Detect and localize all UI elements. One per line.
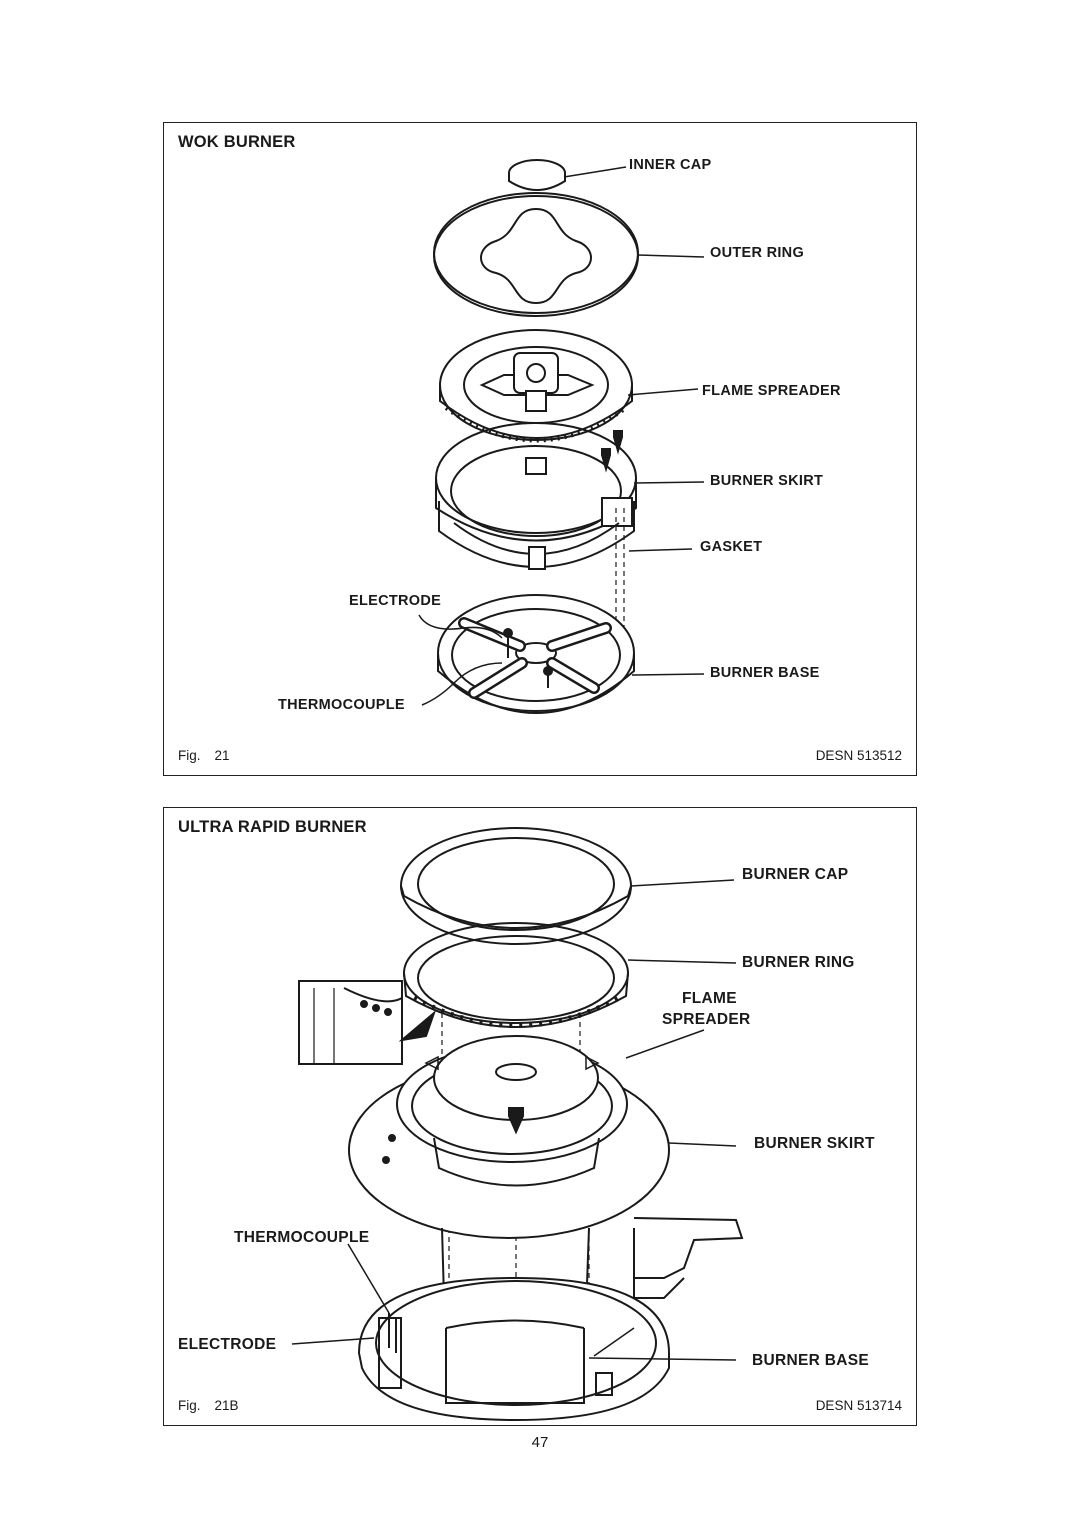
figure-caption: Fig. 21 — [178, 748, 230, 763]
label-spreader: SPREADER — [662, 1011, 751, 1028]
gasket-part — [438, 501, 635, 570]
skirt-screw — [601, 430, 623, 473]
figure-title: WOK BURNER — [178, 133, 296, 151]
burner-base-part — [437, 594, 635, 714]
label-thermocouple: THERMOCOUPLE — [234, 1229, 370, 1246]
label-thermocouple: THERMOCOUPLE — [278, 697, 405, 713]
label-flame-spreader: FLAME SPREADER — [702, 383, 841, 399]
wok-burner-exploded-diagram — [418, 159, 705, 714]
design-reference: DESN 513714 — [815, 1398, 902, 1413]
burner-cap-part — [400, 827, 632, 945]
burner-skirt-part — [348, 1035, 670, 1239]
label-burner-base: BURNER BASE — [710, 665, 820, 681]
label-electrode: ELECTRODE — [349, 593, 442, 609]
label-electrode: ELECTRODE — [178, 1336, 277, 1353]
fig-prefix: Fig. — [178, 1398, 201, 1413]
flame-spreader-part — [439, 329, 633, 443]
label-gasket: GASKET — [700, 539, 763, 555]
page-number: 47 — [531, 1434, 549, 1451]
burner-skirt-part — [435, 422, 637, 542]
outer-ring-part — [433, 192, 639, 317]
inner-cap-part — [508, 159, 566, 191]
ultra-rapid-burner-exploded-diagram — [291, 827, 744, 1422]
burner-base-part — [357, 1276, 670, 1422]
label-burner-cap: BURNER CAP — [742, 866, 849, 883]
label-burner-skirt: BURNER SKIRT — [754, 1135, 875, 1152]
label-burner-ring: BURNER RING — [742, 954, 855, 971]
ultra-rapid-burner-figure: ULTRA RAPID BURNER — [163, 807, 917, 1426]
wok-burner-figure: WOK BURNER — [163, 122, 917, 776]
label-inner-cap: INNER CAP — [629, 157, 712, 173]
figure-title: ULTRA RAPID BURNER — [178, 818, 367, 836]
side-bracket-part — [633, 1217, 744, 1299]
burner-ring-part — [403, 922, 629, 1028]
label-flame: FLAME — [682, 990, 737, 1007]
fig-number: 21 — [214, 748, 230, 763]
label-burner-skirt: BURNER SKIRT — [710, 473, 824, 489]
label-burner-base: BURNER BASE — [752, 1352, 869, 1369]
fig-number: 21B — [214, 1398, 239, 1413]
figure-caption: Fig. 21B — [178, 1398, 239, 1413]
fig-prefix: Fig. — [178, 748, 201, 763]
design-reference: DESN 513512 — [815, 748, 902, 763]
label-outer-ring: OUTER RING — [710, 245, 805, 261]
burner-ring-detail-inset — [298, 980, 437, 1065]
